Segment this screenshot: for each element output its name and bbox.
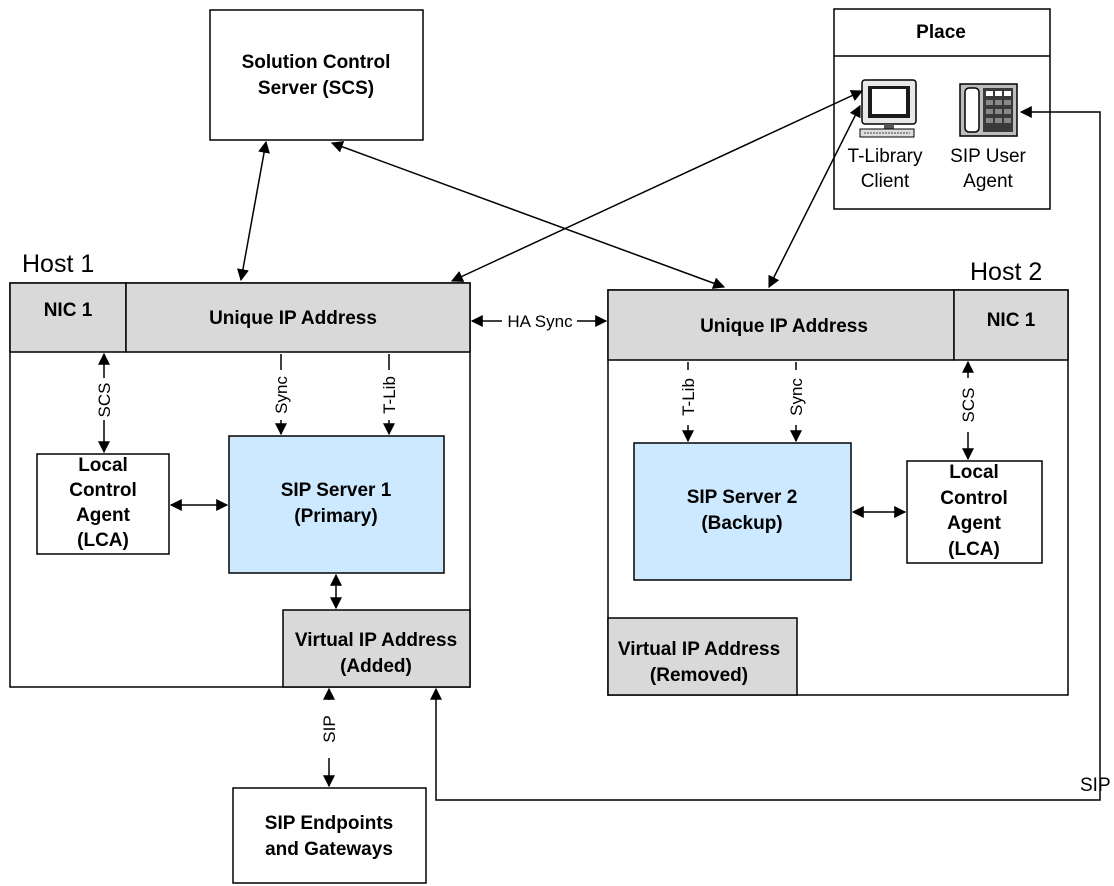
host2-sync-conn-label: Sync: [787, 378, 806, 416]
sip-right-label: SIP: [1080, 775, 1111, 796]
host2-virtual-ip-line2: (Removed): [650, 665, 748, 686]
host1-scs-conn-label: SCS: [95, 383, 114, 418]
place-box: Place T-Library Client SIP User Agent: [833, 8, 1051, 210]
host1-lca-line4: (LCA): [77, 530, 129, 551]
host2-lca-line2: Control: [940, 488, 1008, 509]
host1-lca-line2: Control: [69, 480, 137, 501]
host2-tlib-conn-label: T-Lib: [679, 378, 698, 416]
ha-sync-label: HA Sync: [507, 312, 573, 331]
place-title: Place: [916, 22, 966, 43]
tlib-client-label-line2: Client: [861, 171, 910, 192]
host2-nic-label: NIC 1: [987, 310, 1036, 331]
conn-scs-host2: [330, 141, 726, 289]
sip-server1-box: [228, 435, 445, 574]
conn-scs-host1: [237, 140, 270, 282]
scs-label-line1: Solution Control: [242, 52, 391, 73]
host2-label: Host 2: [970, 258, 1042, 286]
host1-label: Host 1: [22, 250, 94, 278]
sip-endpoints-line2: and Gateways: [265, 839, 393, 860]
sip-ua-label-line1: SIP User: [950, 146, 1026, 167]
host1-unique-ip-label: Unique IP Address: [209, 308, 377, 329]
host1-box: NIC 1 Unique IP Address Local Control Ag…: [9, 282, 471, 688]
sip-conn-label: SIP: [320, 715, 339, 742]
host1-tlib-conn-label: T-Lib: [380, 376, 399, 414]
host2-lca-line4: (LCA): [948, 539, 1000, 560]
sip-server1-line2: (Primary): [294, 506, 377, 527]
host2-virtual-ip-line1: Virtual IP Address: [618, 639, 780, 660]
host1-sync-conn-label: Sync: [272, 376, 291, 414]
conn-tlib-client-host1: [450, 90, 864, 282]
conn-sip-ua-vip: [430, 106, 1101, 801]
sip-server2-line2: (Backup): [701, 513, 782, 534]
host1-lca-line1: Local: [78, 455, 128, 476]
host1-nic-label: NIC 1: [44, 300, 93, 321]
host1-lca-line3: Agent: [76, 505, 131, 526]
host1-lca-box: [36, 453, 170, 555]
sip-server2-line1: SIP Server 2: [687, 487, 798, 508]
scs-label-line2: Server (SCS): [258, 78, 374, 99]
sip-ua-label-line2: Agent: [963, 171, 1013, 192]
host1-virtual-ip-line1: Virtual IP Address: [295, 630, 457, 651]
host2-lca-line3: Agent: [947, 513, 1002, 534]
phone-icon: [959, 83, 1018, 137]
host2-lca-line1: Local: [949, 462, 999, 483]
host2-box: Unique IP Address NIC 1 SIP Server 2 (Ba…: [607, 289, 1069, 696]
sip-server1-line1: SIP Server 1: [281, 480, 392, 501]
host2-unique-ip-label: Unique IP Address: [700, 316, 868, 337]
host1-nic-box: [9, 282, 127, 353]
tlib-client-label-line1: T-Library: [848, 146, 923, 167]
scs-box: Solution Control Server (SCS): [209, 9, 424, 141]
sip-endpoints-line1: SIP Endpoints: [265, 813, 393, 834]
host1-virtual-ip-line2: (Added): [340, 656, 412, 677]
sip-server2-box: [633, 442, 852, 581]
host2-scs-conn-label: SCS: [959, 388, 978, 423]
sip-endpoints-box: SIP Endpoints and Gateways: [232, 787, 427, 884]
